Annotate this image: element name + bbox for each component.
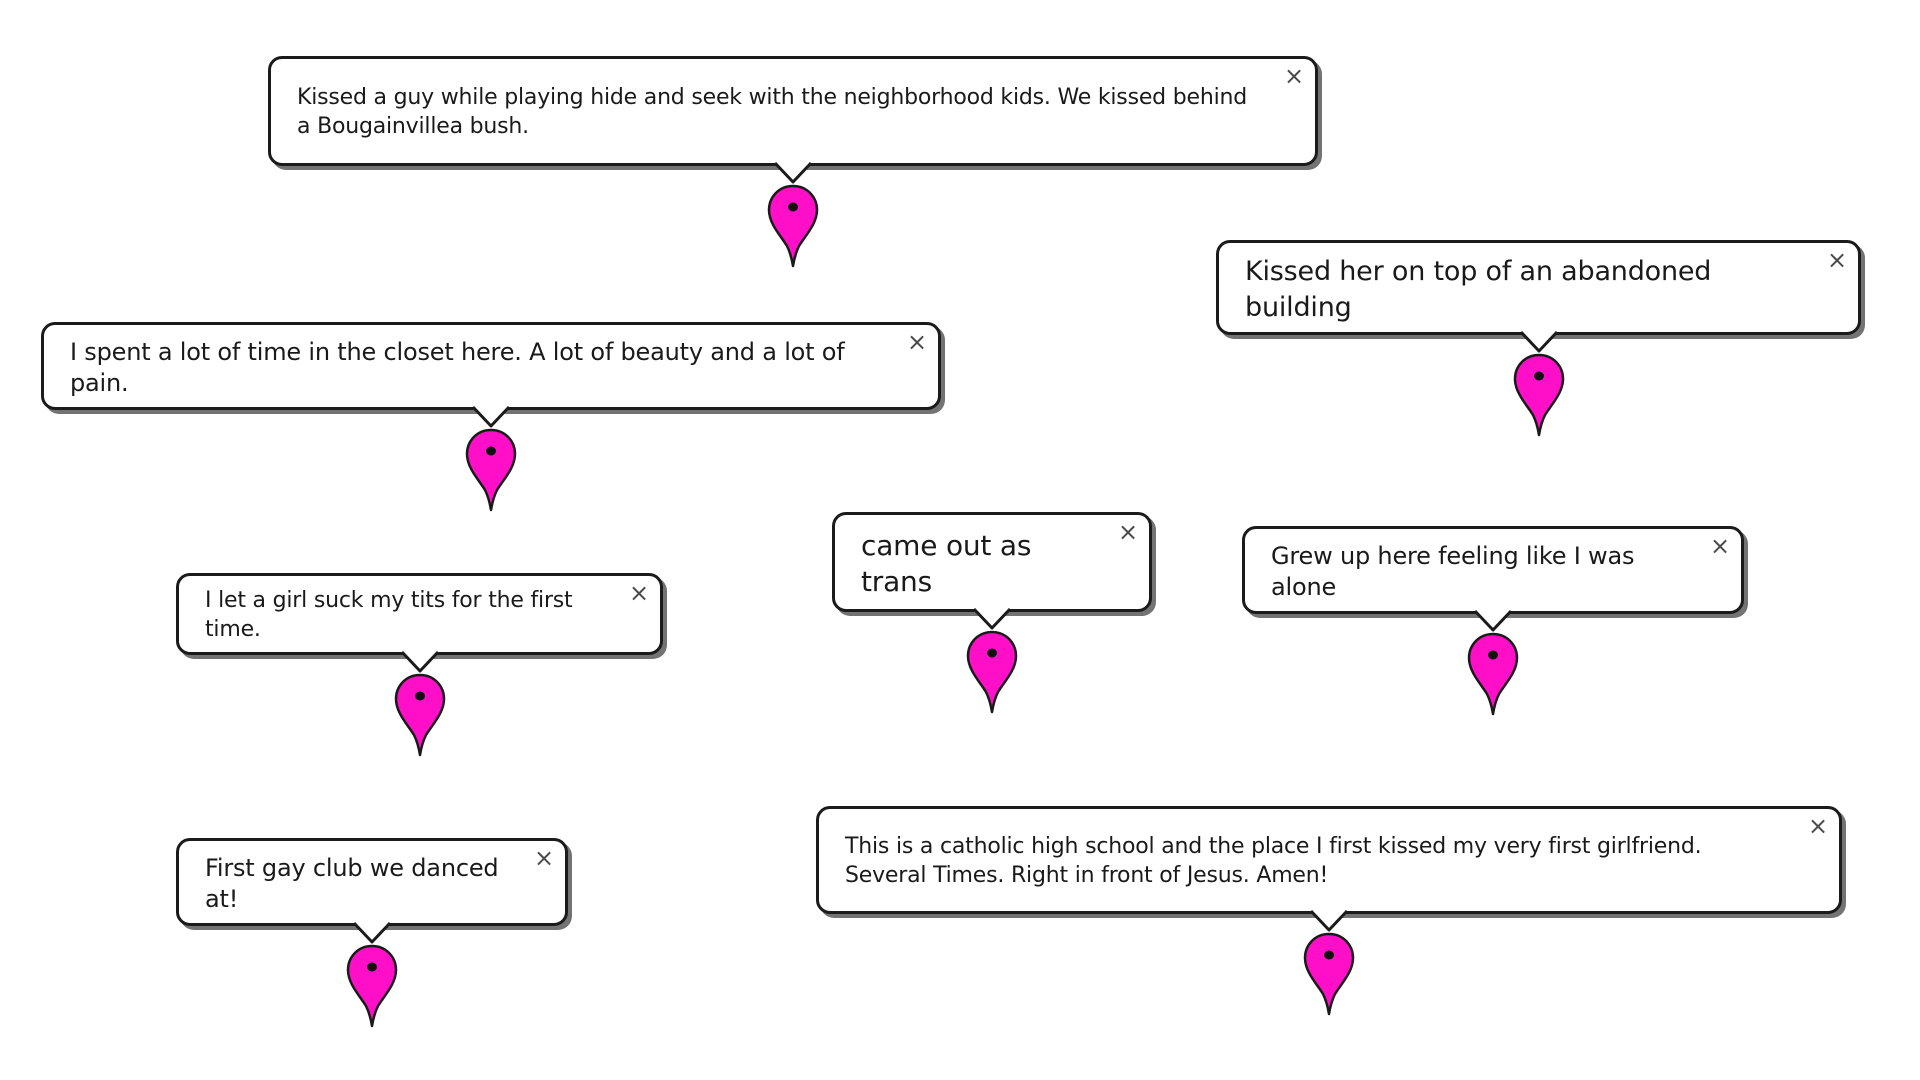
- story-popup[interactable]: Grew up here feeling like I was alone ×: [1242, 526, 1744, 632]
- story-text: First gay club we danced at!: [205, 853, 499, 913]
- story-popup[interactable]: This is a catholic high school and the p…: [816, 806, 1842, 932]
- close-icon[interactable]: ×: [629, 579, 649, 607]
- close-icon[interactable]: ×: [534, 844, 554, 872]
- story-text: I spent a lot of time in the closet here…: [70, 337, 845, 397]
- popup-tail: [1473, 609, 1513, 632]
- story-text: Grew up here feeling like I was alone: [1271, 541, 1635, 601]
- map-pin-icon[interactable]: [767, 184, 819, 268]
- story-popup[interactable]: came out as trans ×: [832, 512, 1152, 630]
- popup-tail: [972, 607, 1012, 630]
- map-pin-icon[interactable]: [1513, 353, 1565, 437]
- map-pin-icon[interactable]: [1303, 932, 1355, 1016]
- map-pin-icon[interactable]: [1467, 632, 1519, 716]
- story-text: This is a catholic high school and the p…: [845, 834, 1702, 888]
- story-text: Kissed a guy while playing hide and seek…: [297, 85, 1247, 139]
- story-popup[interactable]: I spent a lot of time in the closet here…: [41, 322, 941, 428]
- popup-tail: [1519, 330, 1558, 353]
- close-icon[interactable]: ×: [1808, 812, 1828, 840]
- close-icon[interactable]: ×: [1710, 532, 1730, 560]
- popup-tail: [471, 405, 511, 428]
- popup-tail: [1309, 909, 1349, 932]
- map-pin-icon[interactable]: [465, 428, 517, 512]
- story-popup[interactable]: Kissed her on top of an abandoned buildi…: [1216, 240, 1861, 353]
- story-popup[interactable]: Kissed a guy while playing hide and seek…: [268, 56, 1318, 184]
- story-text: Kissed her on top of an abandoned buildi…: [1245, 256, 1712, 323]
- story-popup[interactable]: First gay club we danced at! ×: [176, 838, 568, 944]
- close-icon[interactable]: ×: [1118, 518, 1138, 546]
- story-text: I let a girl suck my tits for the first …: [205, 588, 573, 642]
- close-icon[interactable]: ×: [1284, 62, 1304, 90]
- popup-tail: [773, 161, 813, 184]
- close-icon[interactable]: ×: [907, 328, 927, 356]
- popup-tail: [352, 921, 392, 944]
- map-pin-icon[interactable]: [346, 944, 398, 1028]
- story-text: came out as trans: [861, 528, 1032, 598]
- map-pin-icon[interactable]: [394, 673, 446, 757]
- popup-tail: [400, 650, 439, 673]
- map-pin-icon[interactable]: [966, 630, 1018, 714]
- story-popup[interactable]: I let a girl suck my tits for the first …: [176, 573, 663, 673]
- close-icon[interactable]: ×: [1827, 246, 1847, 274]
